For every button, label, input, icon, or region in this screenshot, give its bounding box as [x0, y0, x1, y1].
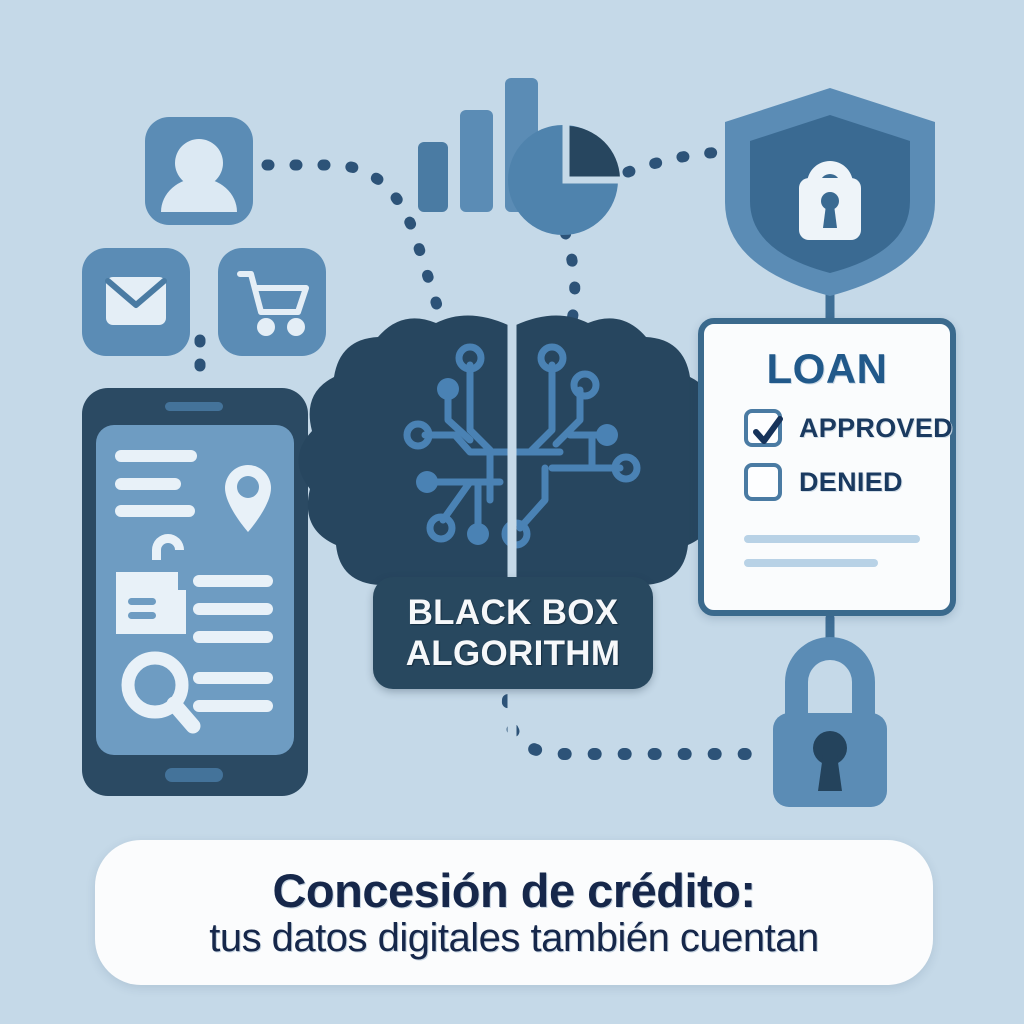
unlocked-document-icon: [116, 534, 186, 634]
connector-blackbox-to-padlock: [501, 694, 766, 760]
pie-chart-icon: [508, 124, 622, 235]
location-pin-icon: [225, 465, 271, 532]
connector-analytics-to-brain: [559, 226, 581, 326]
black-box-algorithm-label: BLACK BOX ALGORITHM: [373, 577, 653, 689]
cart-wheel-left: [257, 318, 275, 336]
magnifier-icon: [121, 651, 201, 734]
loan-decision-card: LOAN APPROVED DENIED: [698, 318, 956, 616]
loan-option-label-approved: APPROVED: [799, 412, 953, 443]
loan-card-title: LOAN: [766, 345, 888, 392]
padlock-shackle: [785, 637, 875, 718]
connector-analytics-to-shield: [622, 146, 748, 178]
cart-wheel-right: [287, 318, 305, 336]
person-icon: [161, 139, 237, 212]
phone-text-group-top: [115, 450, 197, 517]
phone-text-group-bottom: [193, 672, 273, 712]
loan-option-denied[interactable]: DENIED: [744, 463, 950, 501]
padlock-keyhole-circle: [813, 731, 847, 765]
cart-icon: [237, 271, 309, 315]
checkmark-icon: [753, 416, 783, 444]
mail-icon: [105, 277, 167, 325]
padlock-glyph: [799, 161, 861, 240]
tile-mail[interactable]: [82, 248, 190, 356]
phone-text-group-middle: [193, 575, 273, 643]
tile-cart[interactable]: [218, 248, 326, 356]
blackbox-line-1: BLACK BOX: [407, 592, 619, 632]
caption-subline: tus datos digitales también cuentan: [209, 916, 819, 961]
checkbox-denied[interactable]: [744, 463, 782, 501]
loan-option-label-denied: DENIED: [799, 466, 903, 497]
caption-headline: Concesión de crédito:: [272, 863, 756, 917]
phone-home-button: [165, 768, 223, 782]
blackbox-line-2: ALGORITHM: [405, 634, 621, 673]
padlock-keyhole-stem: [818, 755, 842, 791]
caption-panel: Concesión de crédito: tus datos digitale…: [95, 840, 933, 985]
loan-option-approved[interactable]: APPROVED: [744, 409, 953, 447]
phone-speaker: [165, 402, 223, 411]
bar-1: [418, 142, 448, 212]
checkbox-approved[interactable]: [744, 409, 783, 447]
loan-placeholder-line-2: [744, 559, 878, 567]
bar-2: [460, 110, 493, 212]
tile-person[interactable]: [145, 117, 253, 225]
loan-placeholder-line-1: [744, 535, 920, 543]
